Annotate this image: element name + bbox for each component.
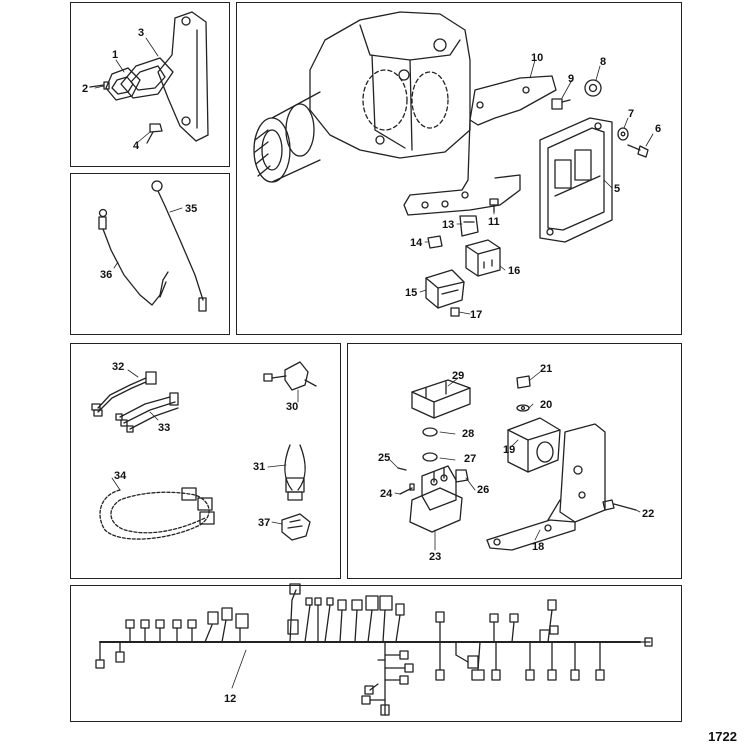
sensor-lead-35 [151, 180, 207, 312]
callout-18: 18 [532, 541, 544, 553]
clip-14 [427, 235, 443, 249]
callout-5: 5 [614, 183, 620, 195]
ecm-mounting-bracket-10 [403, 75, 557, 216]
clip-13 [459, 215, 479, 237]
washer-20 [516, 404, 530, 412]
callout-19: 19 [503, 444, 515, 456]
bracket-plate [157, 11, 209, 142]
callout-13: 13 [442, 219, 454, 231]
harness-lead-33 [115, 392, 179, 433]
callout-32: 32 [112, 361, 124, 373]
bolt-4 [146, 123, 163, 144]
callout-30: 30 [286, 401, 298, 413]
transmission-housing [309, 11, 471, 159]
callout-25: 25 [378, 452, 390, 464]
solenoid-23 [409, 465, 463, 533]
callout-17: 17 [470, 309, 482, 321]
bracket-cover-29 [411, 379, 471, 419]
washer-28 [422, 427, 438, 437]
callout-34: 34 [114, 470, 127, 482]
callout-7: 7 [628, 108, 634, 120]
fuse-17 [450, 307, 460, 317]
spacer-9 [551, 98, 571, 110]
callout-10: 10 [531, 52, 543, 64]
panel-ecm-assembly [236, 2, 682, 335]
callout-14: 14 [410, 237, 423, 249]
solenoid-19 [507, 417, 561, 473]
panel-sensor-leads [70, 173, 230, 335]
callout-29: 29 [452, 370, 464, 382]
nut-26 [455, 469, 469, 483]
callout-22: 22 [642, 508, 654, 520]
relay-16 [465, 239, 501, 277]
callout-31: 31 [253, 461, 265, 473]
callout-37: 37 [258, 517, 270, 529]
washer-27 [422, 452, 438, 462]
grommet-8 [584, 79, 602, 97]
screw-11 [489, 198, 499, 213]
sensor-30 [263, 361, 317, 391]
callout-35: 35 [185, 203, 197, 215]
callout-3: 3 [138, 27, 144, 39]
cap-21 [516, 375, 531, 389]
jumper-31 [284, 444, 306, 501]
harness-connectors-34 [181, 487, 215, 525]
panel-harness-accessories [70, 343, 341, 579]
output-shaft [253, 91, 321, 183]
sensor-lead-36 [98, 208, 169, 306]
main-harness-branches [95, 583, 653, 716]
callout-36: 36 [100, 269, 112, 281]
callout-27: 27 [464, 453, 476, 465]
callout-8: 8 [600, 56, 606, 68]
callout-labels: 1 2 3 4 5 6 7 8 9 10 11 12 13 14 15 16 1… [82, 27, 661, 705]
harness-lead-32 [91, 371, 157, 417]
harness-coil-34 [99, 489, 210, 540]
fuse-holder-15 [425, 269, 465, 309]
ecm-module-5 [539, 117, 613, 243]
screw-24 [399, 483, 415, 495]
screw-6 [627, 144, 649, 158]
washer-7 [617, 127, 629, 141]
callout-15: 15 [405, 287, 417, 299]
screw-2 [89, 81, 110, 90]
callout-20: 20 [540, 399, 552, 411]
bracket-18 [486, 423, 606, 551]
callout-6: 6 [655, 123, 661, 135]
callout-9: 9 [568, 73, 574, 85]
callout-12: 12 [224, 693, 236, 705]
reference-number: 1722 [708, 729, 737, 744]
callout-28: 28 [462, 428, 474, 440]
callout-24: 24 [380, 488, 393, 500]
callout-4: 4 [133, 140, 140, 152]
callout-23: 23 [429, 551, 441, 563]
panel-main-harness [70, 585, 682, 722]
callout-2: 2 [82, 83, 88, 95]
callout-33: 33 [158, 422, 170, 434]
panel-solenoid-bracket [347, 343, 682, 579]
screw-22 [602, 499, 637, 511]
screw-25 [397, 467, 407, 471]
callout-16: 16 [508, 265, 520, 277]
panel-bracket-detail [70, 2, 230, 167]
callout-26: 26 [477, 484, 489, 496]
callout-21: 21 [540, 363, 552, 375]
mounting-plate [105, 67, 141, 101]
connector-37 [281, 513, 311, 541]
callout-1: 1 [112, 49, 118, 61]
callout-11: 11 [488, 216, 500, 228]
